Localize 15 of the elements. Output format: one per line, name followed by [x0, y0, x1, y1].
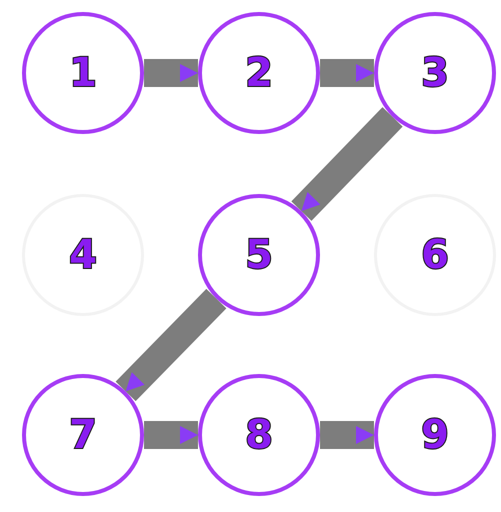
arrow — [144, 59, 198, 87]
arrow — [144, 421, 198, 449]
dot-number: 8 — [245, 415, 273, 455]
arrow — [320, 421, 374, 449]
arrow — [291, 107, 403, 221]
arrow — [116, 288, 226, 402]
dot-number: 5 — [245, 235, 273, 275]
dot-number: 2 — [245, 53, 273, 93]
dot-number: 4 — [69, 235, 97, 275]
dot-number: 6 — [421, 235, 449, 275]
dot-number: 9 — [421, 415, 449, 455]
dot-number: 1 — [69, 53, 97, 93]
dot-number: 7 — [69, 415, 97, 455]
dot-number: 3 — [421, 53, 449, 93]
arrow — [320, 59, 374, 87]
